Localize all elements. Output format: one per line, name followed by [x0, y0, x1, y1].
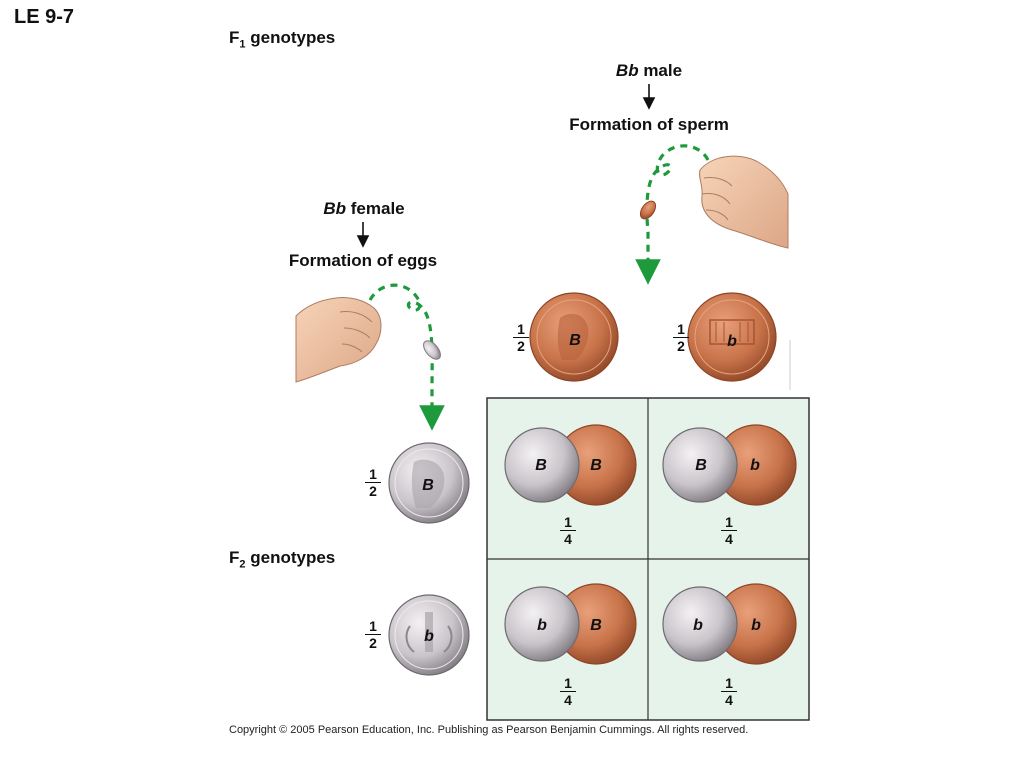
- cell-BB-sperm-allele: B: [590, 457, 602, 474]
- egg-allele-B: B: [422, 477, 434, 494]
- male-hand-icon: [699, 155, 789, 249]
- cell-bB-coins: [504, 583, 637, 665]
- sperm-coin-b: [687, 292, 777, 382]
- sperm-allele-B: B: [569, 332, 581, 349]
- cell-bb-egg-allele: b: [693, 617, 703, 634]
- cell-bb-coins: [662, 583, 797, 665]
- egg-toss-path: [368, 283, 445, 431]
- female-hand-icon: [295, 297, 382, 383]
- female-genotype-label: Bb female: [323, 199, 405, 218]
- cell-bB-egg-allele: b: [537, 617, 547, 634]
- egg-coin-b: [388, 594, 470, 676]
- cell-bb-sperm-allele: b: [751, 617, 761, 634]
- female-arrow: [356, 222, 370, 248]
- tossed-penny-icon: [639, 200, 657, 220]
- tossed-dime-icon: [423, 340, 441, 360]
- copyright-notice: Copyright © 2005 Pearson Education, Inc.…: [229, 724, 749, 736]
- sperm-coin-B: [529, 292, 619, 382]
- cell-BB-coins: [504, 424, 637, 506]
- egg-coin-B: [388, 442, 470, 524]
- male-genotype-label: Bb male: [615, 61, 683, 80]
- f2-genotypes-label: F2 genotypes: [229, 548, 336, 571]
- egg-allele-b: b: [424, 628, 434, 645]
- f1-genotypes-label: F1 genotypes: [229, 28, 336, 51]
- cell-Bb-coins: [662, 424, 797, 506]
- cell-Bb-egg-allele: B: [695, 457, 707, 474]
- cell-BB-egg-allele: B: [535, 457, 547, 474]
- sperm-formation-label: Formation of sperm: [569, 115, 729, 134]
- male-arrow: [642, 84, 656, 110]
- cell-Bb-sperm-allele: b: [750, 457, 760, 474]
- egg-formation-label: Formation of eggs: [288, 251, 438, 270]
- sperm-allele-b: b: [727, 333, 737, 350]
- cell-bB-sperm-allele: B: [590, 617, 602, 634]
- sperm-toss-path: [635, 144, 710, 285]
- slide-label: LE 9-7: [14, 6, 75, 28]
